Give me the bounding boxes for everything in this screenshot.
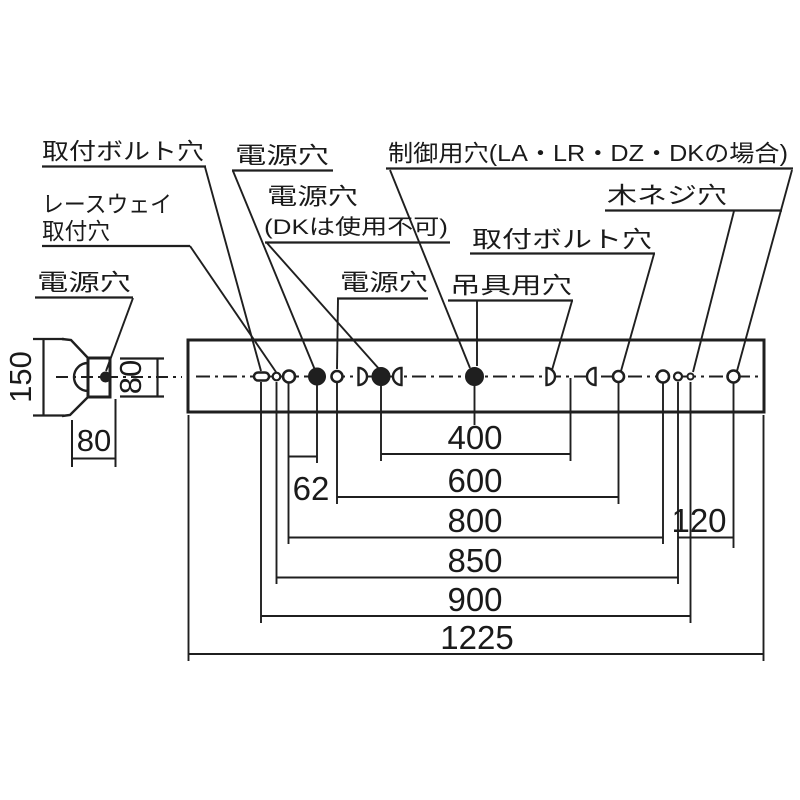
bolt-notch-left-facing (391, 366, 403, 387)
dim-80h-lines (71, 399, 117, 467)
label-mount-bolt-left: 取付ボルト穴 (42, 138, 204, 164)
leader-power-left (105, 297, 134, 372)
leader-raceway (189, 245, 277, 373)
label-texts: 取付ボルト穴 電源穴 制御用穴(LA・LR・DZ・DKの場合) レースウェイ 取… (37, 138, 788, 298)
dim-80v-value: 80 (113, 360, 148, 394)
label-control: 制御用穴(LA・LR・DZ・DKの場合) (388, 140, 788, 166)
dim-1225-value: 1225 (440, 619, 513, 656)
wood-screw-hole-mark (686, 372, 695, 381)
dim-80v-lines (120, 357, 164, 398)
extension-lines (187, 378, 765, 661)
label-wood-screw: 木ネジ穴 (607, 182, 727, 208)
center-control-hole (465, 367, 484, 386)
leader-mount-bolt-right (620, 253, 655, 372)
control-hole-right (726, 369, 741, 384)
leader-power-dk (266, 242, 381, 371)
hole-850-end (672, 371, 684, 382)
dim-850-value: 850 (447, 542, 502, 579)
dim-80h-value: 80 (77, 423, 111, 458)
hole-800-end (655, 369, 671, 384)
section-top-wing (61, 337, 89, 359)
hanging-notch-left-facing (585, 366, 597, 387)
label-power-dk-line2: (DKは使用不可) (264, 216, 448, 239)
dim-800-value: 800 (447, 502, 502, 539)
leader-wood-screw (692, 210, 735, 373)
mount-bolt-hole-right (611, 369, 626, 384)
leader-control-center (389, 169, 471, 369)
label-raceway-line2: 取付穴 (42, 218, 110, 244)
leader-power-mid (336, 298, 339, 370)
power-hole-small (330, 369, 344, 384)
raceway-mount-hole (281, 369, 297, 384)
dim-120-value: 120 (671, 502, 726, 539)
bolt-notch-right-facing (357, 366, 369, 387)
power-hole-filled-left (308, 367, 326, 386)
label-raceway-line1: レースウェイ (42, 191, 172, 217)
label-mount-bolt-right: 取付ボルト穴 (472, 226, 652, 252)
section-power-hole-dot (100, 371, 111, 383)
label-underlines (35, 165, 793, 302)
leader-hanging-diagonal (551, 300, 573, 371)
label-power-mid: 電源穴 (340, 269, 428, 295)
dim-62-value: 62 (293, 470, 330, 507)
dim-900-value: 900 (447, 581, 502, 618)
raceway-hole (271, 371, 282, 382)
end-section-view: 150 80 80 (3, 337, 182, 467)
dim-600-value: 600 (447, 462, 502, 499)
dim-150-value: 150 (3, 351, 38, 403)
power-hole-filled-dk (371, 367, 391, 386)
label-power-left: 電源穴 (37, 269, 131, 295)
holes (252, 366, 741, 387)
leader-lines (105, 166, 793, 373)
dimension-chain: 400 62 600 800 120 850 900 1225 (188, 419, 764, 656)
bolt-slot-hole (252, 371, 271, 382)
leader-power-top (232, 170, 316, 371)
dim-400-value: 400 (447, 419, 502, 456)
dim-150-lines (33, 337, 64, 417)
section-bottom-wing (61, 396, 89, 418)
label-hanging: 吊具用穴 (450, 272, 572, 298)
hanging-notch-right-facing (545, 366, 557, 387)
label-power-dk-line1: 電源穴 (267, 183, 358, 209)
leader-control-right (736, 169, 793, 372)
label-power-top: 電源穴 (235, 142, 329, 168)
